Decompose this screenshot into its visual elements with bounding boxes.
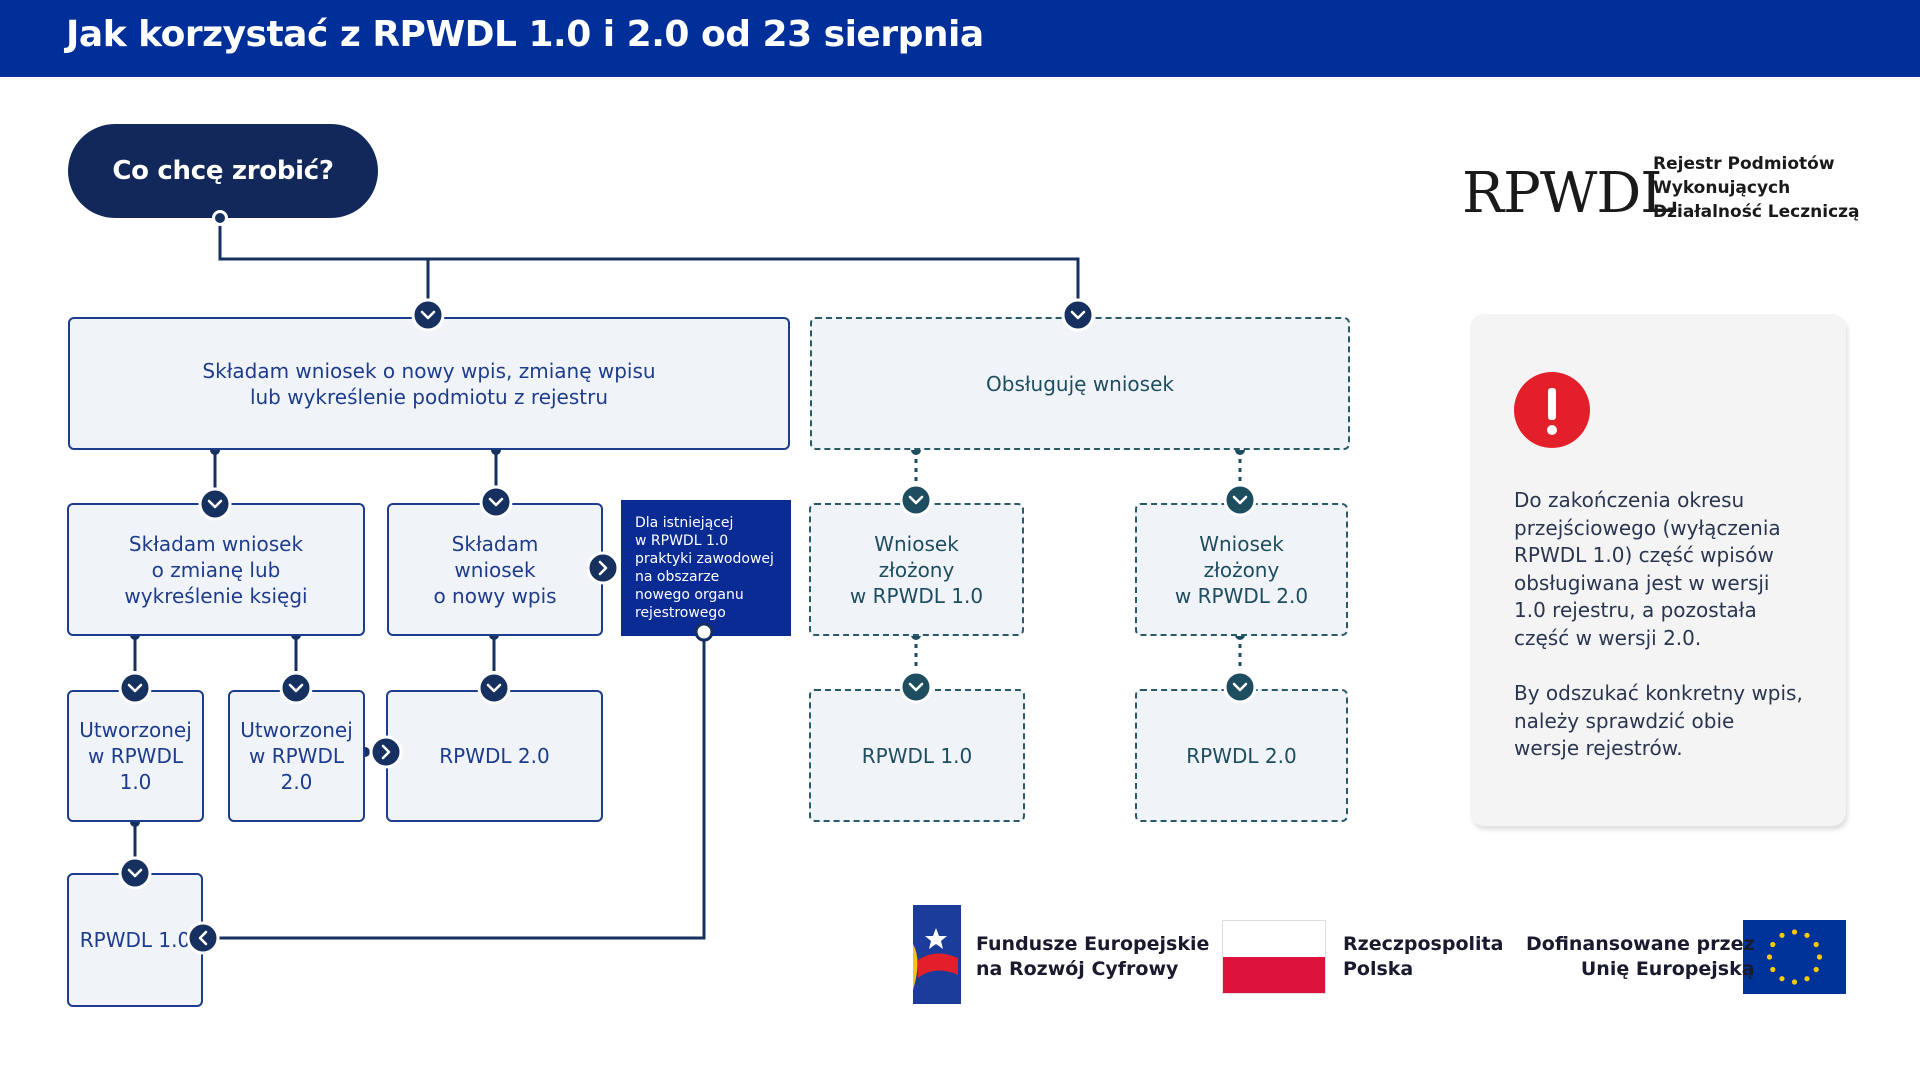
page-title: Jak korzystać z RPWDL 1.0 i 2.0 od 23 si…: [66, 14, 984, 55]
fe-logo-icon: [913, 905, 961, 1004]
start-node: Co chcę zrobić?: [68, 124, 378, 218]
chevron-left-icon: [186, 921, 220, 955]
header-bar: Jak korzystać z RPWDL 1.0 i 2.0 od 23 si…: [0, 0, 1920, 77]
result-filed-v1-box: RPWDL 1.0: [809, 689, 1025, 822]
result-v1-final-box: RPWDL 1.0: [67, 873, 203, 1007]
result-filed-v2-box: RPWDL 2.0: [1135, 689, 1348, 822]
eu-logo-text: Dofinansowane przez Unię Europejską: [1526, 933, 1755, 980]
callout-text: Do zakończenia okresu przejściowego (wył…: [1514, 488, 1803, 760]
warning-icon: [1514, 372, 1590, 448]
filed-v1-box: Wniosek złożony w RPWDL 1.0: [809, 503, 1024, 636]
change-book-box: Składam wniosek o zmianę lub wykreślenie…: [67, 503, 365, 636]
chevron-down-icon: [118, 298, 1257, 890]
note-box: Dla istniejącej w RPWDL 1.0 praktyki zaw…: [621, 500, 791, 636]
handle-box: Obsługuję wniosek: [810, 317, 1350, 450]
fe-logo-text: Fundusze Europejskie na Rozwój Cyfrowy: [976, 933, 1210, 980]
rpwdl-logo-wordmark: RPWDL: [1462, 161, 1677, 226]
eu-flag-icon: [1743, 920, 1846, 994]
new-entry-box: Składam wniosek o nowy wpis: [387, 503, 603, 636]
rpwdl-logo-subtitle: Rejestr Podmiotów Wykonujących Działalno…: [1653, 154, 1860, 222]
result-new-box: RPWDL 2.0: [386, 690, 603, 822]
rp-logo-text: Rzeczpospolita Polska: [1343, 933, 1504, 980]
chevron-right-icon: [369, 551, 620, 769]
created-v1-box: Utworzonej w RPWDL 1.0: [67, 690, 204, 822]
created-v2-box: Utworzonej w RPWDL 2.0: [228, 690, 365, 822]
poland-flag-icon: [1222, 920, 1326, 994]
